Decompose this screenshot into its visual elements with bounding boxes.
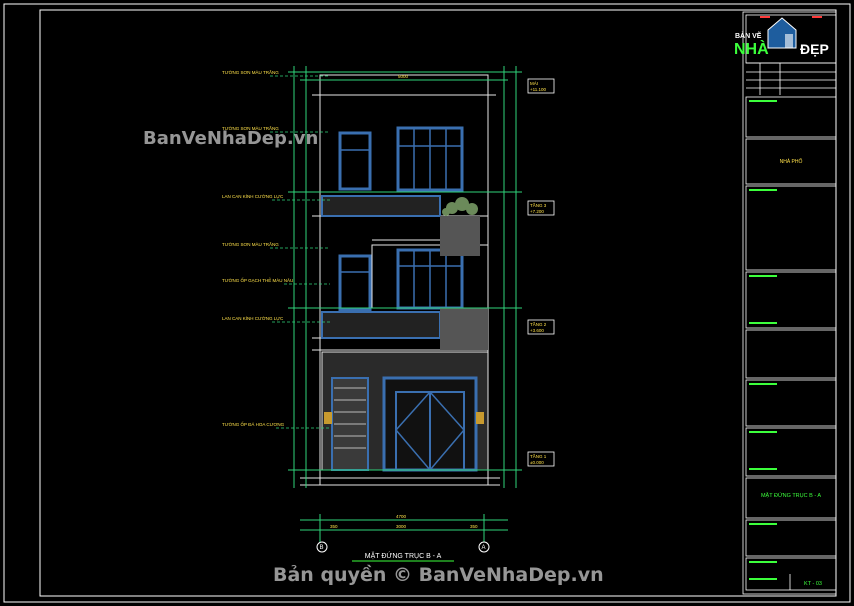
logo-mid-text: NHÀ [734, 39, 769, 58]
balcony-railings [321, 195, 488, 350]
level-tags: MÁI +11.100 TẦNG 3 +7.200 TẦNG 2 +3.600 … [527, 78, 555, 467]
watermark-bottom: Bản quyền © BanVeNhaDep.vn [273, 564, 604, 586]
annotation-text: LAN CAN KÍNH CƯỜNG LỰC [222, 315, 284, 321]
watermark-top: BanVeNhaDep.vn [143, 128, 319, 149]
bottom-dim: 350 [330, 524, 338, 529]
top-dim: 5000 [398, 74, 409, 79]
axis-label: A [482, 545, 486, 551]
outer-frame [3, 3, 851, 603]
annotation-text: TƯỜNG SƠN MÀU TRẮNG [222, 124, 279, 131]
level-elev: +3.600 [530, 328, 544, 333]
window-f3-left [338, 131, 372, 191]
bottom-dim: 3000 [396, 524, 407, 529]
logo-right-text: ĐẸP [800, 41, 829, 57]
axis-b-marker [316, 541, 328, 553]
inner-frame [39, 9, 837, 597]
floor3-windows [338, 126, 464, 192]
total-width: 4700 [396, 514, 407, 519]
site-logo: BẢN VẼ NHÀ ĐẸP [734, 17, 829, 58]
project-name: NHÀ PHỐ [780, 158, 803, 165]
terrace-plants [442, 197, 478, 216]
axis-a-marker [478, 541, 490, 553]
ground-floor [321, 351, 489, 472]
level-name: TẦNG 1 [530, 453, 547, 459]
level-elev: +11.100 [530, 87, 547, 92]
window-f2-left [338, 254, 372, 312]
logo-top-text: BẢN VẼ [735, 31, 762, 40]
annotation-text: TƯỜNG ỐP GẠCH THẺ MÀU NÂU [222, 277, 293, 283]
annotation-leaders [270, 75, 330, 429]
dimension-numbers: 5000 4700 350 3000 350 [330, 74, 478, 529]
level-elev: +7.200 [530, 209, 544, 214]
level-name: TẦNG 3 [530, 202, 547, 208]
sheet-title: MẶT ĐỨNG TRỤC B - A [761, 492, 821, 499]
axis-label: B [320, 545, 324, 551]
annotation-text: TƯỜNG ỐP ĐÁ HOA CƯƠNG [222, 421, 285, 427]
axis-markers: B A [316, 541, 490, 553]
level-name: MÁI [530, 80, 538, 86]
dimension-lines [288, 66, 522, 542]
sheet-number: KT - 03 [804, 581, 822, 587]
level-name: TẦNG 2 [530, 321, 547, 327]
title-block-bars [749, 100, 777, 580]
annotation-text: TƯỜNG SƠN MÀU TRẮNG [222, 68, 279, 75]
title-block-red-marks [760, 16, 822, 18]
annotation-text: TƯỜNG SƠN MÀU TRẮNG [222, 240, 279, 247]
bottom-dim: 350 [470, 524, 478, 529]
floor2-windows [338, 248, 464, 312]
level-elev: ±0.000 [530, 460, 544, 465]
title-block [742, 11, 837, 595]
annotation-text: LAN CAN KÍNH CƯỜNG LỰC [222, 193, 284, 199]
annotations: TƯỜNG SƠN MÀU TRẮNG TƯỜNG SƠN MÀU TRẮNG … [222, 68, 293, 427]
drawing-title: MẶT ĐỨNG TRỤC B - A [365, 551, 442, 560]
